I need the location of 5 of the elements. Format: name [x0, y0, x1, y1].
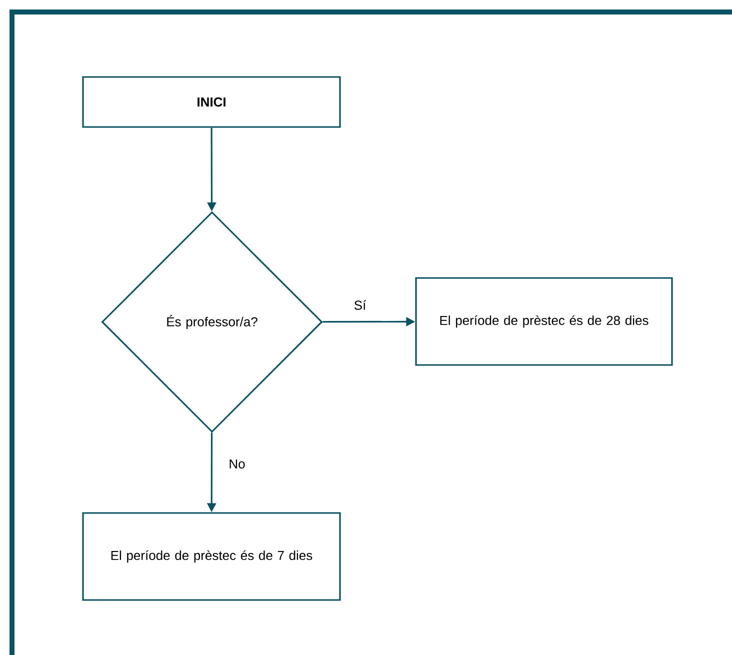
edge-label: Sí [352, 299, 368, 311]
process-box: El període de prèstec és de 28 dies [415, 277, 673, 366]
edge-label: No [228, 458, 246, 470]
process-box: El període de prèstec és de 7 dies [82, 512, 341, 601]
process-box: INICI [82, 76, 341, 128]
